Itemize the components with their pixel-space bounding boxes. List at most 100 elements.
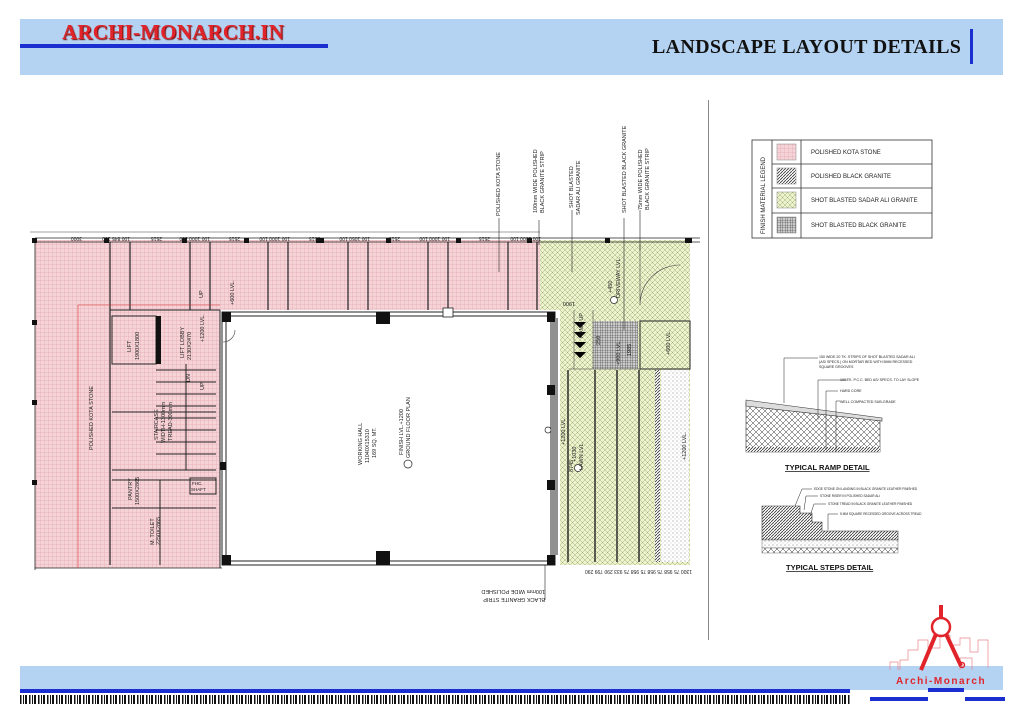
legend-item: POLISHED BLACK GRANITE (811, 174, 891, 180)
ramp-detail: 150 WIDE 20 TK. STRIPS OF SHOT BLASTED S… (745, 355, 920, 472)
black-granite-swatch (776, 167, 797, 185)
dim: 2515 (229, 235, 240, 241)
title-accent-bar (970, 29, 973, 64)
legend-item: SHOT BLASTED BLACK GRANITE (811, 223, 906, 229)
granite-strips-top (109, 242, 538, 565)
ramp-up-label: RAMP UP (579, 313, 585, 338)
hall-right-level: +1200 LVL. (561, 417, 567, 445)
shot-black-swatch (776, 216, 797, 234)
planter-strip (661, 370, 689, 562)
ramp-note: (AS/ SPECS.) ON MORTAR BED WITH 5MM RECE… (819, 360, 913, 364)
hall-size: 11040X15310 (365, 429, 371, 463)
ramp-note: HARD CORE (840, 389, 862, 393)
black-granite-landing (593, 321, 638, 369)
dim: 100 845 100 (102, 235, 130, 241)
brand-underline (20, 44, 328, 48)
pantry-size: 1500X2865 (135, 477, 141, 505)
steps-detail-title: TYPICAL STEPS DETAIL (786, 563, 874, 572)
steps-note: STONE RISER IN POLISHED SADAR ALI (820, 494, 880, 498)
lawn-strips (567, 370, 640, 562)
planter-level: +1200 LVL. (682, 432, 688, 460)
sadar-ali-swatch (776, 191, 797, 209)
kota-swatch (776, 143, 797, 161)
finish-material-legend: FINISH MATERIAL LEGEND POLISHED KOTA STO… (751, 139, 933, 239)
callout-kota: POLISHED KOTA STONE (496, 152, 502, 216)
steps-note: 5 MM SQUARE RECESSED GROOVE ACROSS TREAD (840, 512, 922, 516)
driveway-level-value: +450 (608, 281, 614, 293)
lift-lobby-size: 2130X2470 (187, 332, 193, 360)
ramp-dim: 1900 (563, 300, 575, 306)
toilet-size: 2250X2865 (156, 517, 162, 545)
staircase-label: STAIRCASE (154, 409, 160, 440)
hall-label: WORKING HALL (358, 423, 364, 465)
callout-bottom-1: 100mm WIDE POLISHED (481, 588, 545, 594)
legend-item: POLISHED KOTA STONE (811, 150, 881, 156)
dim-1985: 1985 (627, 344, 633, 356)
up-stair-label: UP (200, 382, 206, 390)
skyline-icon (889, 634, 989, 670)
legend-title: FINISH MATERIAL LEGEND (761, 156, 767, 234)
callout-strip100-2: BLACK GRANITE STRIP (540, 151, 546, 213)
dim: 100 1000 100 (510, 235, 541, 241)
driveway-level: DRIVEWAY LVL. (616, 256, 622, 298)
steps-detail: EDGE STONE ON LANDING IN BLACK GRANITE L… (761, 487, 922, 572)
dim: 2515 (389, 235, 400, 241)
ground-floor-plan: 3000 100 845 100 2515 100 1000 100 2515 … (30, 125, 700, 602)
lawn-level-value: +1030 (572, 447, 578, 462)
dn-label: DN (186, 374, 192, 382)
landing-level: +900 LVL. (616, 340, 622, 365)
dim: 100 1050 100 (339, 235, 370, 241)
dim: 100 1000 100 (259, 235, 290, 241)
ramp-note: 100 TK. P.C.C. BED AS/ SPECS. TO LAY SLO… (840, 378, 920, 382)
callout-strip100-1: 100mm WIDE POLISHED (533, 149, 539, 213)
lobby-level: +1200 LVL. (200, 314, 206, 342)
footer-band (20, 666, 1003, 690)
callout-sadar-2: SADAR ALI GRANITE (576, 160, 582, 215)
ramp-note: 150 WIDE 20 TK. STRIPS OF SHOT BLASTED S… (819, 355, 915, 359)
ramp-note: SQUARE GROOVES (819, 365, 854, 369)
dim: 100 1000 100 (179, 235, 210, 241)
ramp-detail-title: TYPICAL RAMP DETAIL (785, 463, 870, 472)
lift-lobby-label: LIFT LOBBY (180, 327, 186, 358)
pantry-label: PANTRY (128, 478, 134, 500)
callout-strip75-1: 75mm WIDE POLISHED (638, 149, 644, 210)
shaft-label: SHAFT (191, 487, 206, 492)
fhc-label: FHC. (192, 481, 203, 486)
dim: 2515 (151, 235, 162, 241)
steps-note: STONE TREAD IN BLACK GRANITE LEATHER FIN… (828, 502, 913, 506)
steps-note: EDGE STONE ON LANDING IN BLACK GRANITE L… (814, 487, 918, 491)
finish-level: FINISH LVL.+1200 (399, 409, 405, 455)
dim: 3000 (71, 235, 82, 241)
compass-icon (919, 605, 966, 671)
footer-line (20, 689, 850, 693)
kota-side-label: POLISHED KOTA STONE (89, 386, 95, 450)
bottom-dimensions: 1300 75 958 75 958 75 958 75 933 290 799… (585, 568, 692, 574)
lift-size: 1900X1800 (135, 332, 141, 360)
page-title: LANDSCAPE LAYOUT DETAILS (652, 36, 962, 58)
legend-item: SHOT BLASTED SADAR ALI GRANITE (811, 198, 918, 204)
hall-area: 169 SQ. MT. (372, 427, 378, 458)
dim: 2515 (309, 235, 320, 241)
toilet-label: M. TOILET (150, 518, 156, 545)
lift-label: LIFT (127, 340, 133, 352)
ground-floor-plan-label: GROUND FLOOR PLAN (406, 397, 412, 458)
callout-black-granite: SHOT BLASTED BLACK GRANITE (622, 125, 628, 213)
dim: 2515 (479, 235, 490, 241)
stair-tread: TREAD-300mm (168, 402, 174, 441)
dim-8745-label: 8745 (569, 460, 575, 472)
lobby-600-level: +600 LVL. (230, 280, 236, 305)
logo-text: Archi-Monarch (896, 676, 986, 687)
up-label: UP (199, 290, 205, 298)
building-footprint (220, 310, 560, 568)
callout-bottom-2: BLACK GRANITE STRIP (483, 596, 545, 602)
divider (708, 100, 709, 640)
right-600-level: +600 LVL. (666, 330, 672, 355)
callouts: POLISHED KOTA STONE 100mm WIDE POLISHED … (481, 125, 651, 602)
callout-sadar-1: SHOT BLASTED (569, 166, 575, 208)
dim-250: 250 (596, 336, 602, 345)
top-dimensions: 3000 100 845 100 2515 100 1000 100 2515 … (71, 235, 692, 574)
structural-columns (156, 312, 555, 565)
barcode-strip (20, 695, 850, 704)
granite-edge (655, 370, 660, 562)
